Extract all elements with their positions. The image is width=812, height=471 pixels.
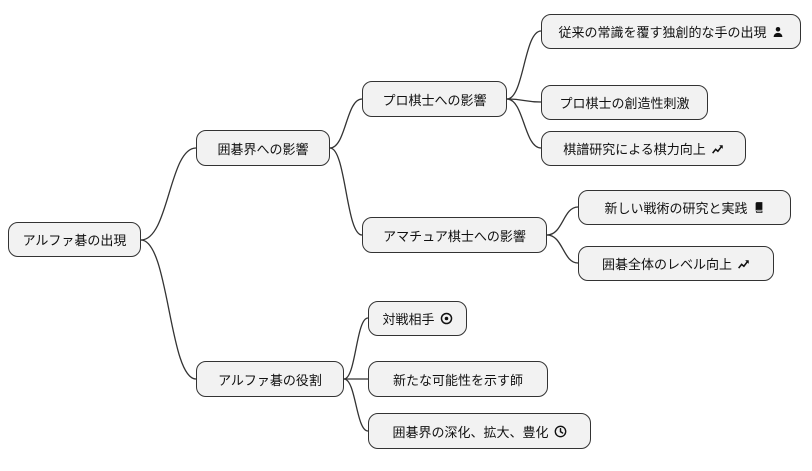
node-label: 囲碁界の深化、拡大、豊化	[392, 424, 549, 440]
mindmap-node-creativity: プロ棋士の創造性刺激	[541, 85, 708, 120]
clock-icon	[554, 425, 567, 438]
edge-goworld-pro	[329, 98, 363, 149]
mindmap-node-role: アルファ碁の役割	[196, 361, 344, 397]
book-icon	[753, 201, 765, 214]
node-label: プロ棋士の創造性刺激	[559, 96, 690, 111]
edge-pro-kifu	[506, 98, 542, 149]
mindmap-node-tactics: 新しい戦術の研究と実践	[578, 190, 791, 225]
edge-role-deepen	[343, 378, 369, 432]
mindmap-node-pro: プロ棋士への影響	[362, 81, 507, 117]
edge-goworld-amateur	[329, 147, 363, 236]
mindmap-node-teacher: 新たな可能性を示す師	[368, 361, 548, 397]
node-label: 棋譜研究による棋力向上	[563, 142, 706, 157]
node-label: アルファ碁の役割	[218, 372, 322, 388]
mindmap-node-root: アルファ碁の出現	[8, 222, 141, 257]
mindmap-node-novel-moves: 従来の常識を覆す独創的な手の出現	[541, 14, 801, 49]
mindmap-node-amateur: アマチュア棋士への影響	[362, 217, 547, 253]
chart-line-icon	[711, 143, 724, 155]
edge-pro-creativity	[506, 98, 542, 103]
mindmap-node-deepen: 囲碁界の深化、拡大、豊化	[368, 413, 591, 449]
mindmap-node-level-up: 囲碁全体のレベル向上	[578, 246, 774, 281]
edge-amateur-levelup	[546, 234, 579, 264]
node-label: アマチュア棋士への影響	[383, 228, 526, 244]
node-label: 囲碁全体のレベル向上	[601, 257, 732, 272]
node-label: プロ棋士への影響	[382, 92, 487, 108]
edge-root-role	[140, 239, 197, 380]
node-label: 従来の常識を覆す独創的な手の出現	[558, 25, 767, 40]
mindmap-node-go-world: 囲碁界への影響	[196, 130, 330, 166]
mindmap-node-opponent: 対戦相手	[368, 301, 467, 336]
edge-role-opponent	[343, 317, 369, 380]
node-label: 新たな可能性を示す師	[392, 372, 523, 388]
node-label: アルファ碁の出現	[22, 233, 127, 248]
node-label: 囲碁界への影響	[217, 141, 309, 157]
node-label: 新しい戦術の研究と実践	[604, 201, 748, 216]
chart-line-icon	[737, 258, 750, 270]
edge-root-goworld	[140, 147, 197, 241]
edge-pro-novelmoves	[506, 30, 542, 100]
bullseye-icon	[440, 312, 453, 325]
edge-amateur-tactics	[546, 206, 579, 236]
node-label: 対戦相手	[382, 312, 435, 327]
user-icon	[772, 26, 784, 38]
mindmap-node-kifu-study: 棋譜研究による棋力向上	[541, 131, 746, 166]
